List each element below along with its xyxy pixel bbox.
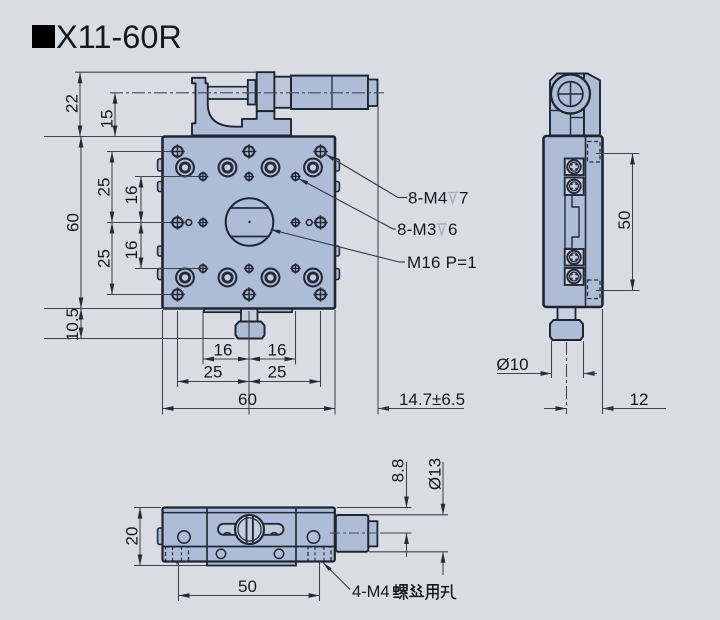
svg-text:16: 16: [122, 241, 141, 260]
svg-text:60: 60: [238, 390, 257, 409]
svg-text:X11-60R: X11-60R: [56, 19, 182, 55]
svg-text:7: 7: [459, 189, 468, 208]
svg-text:10.5: 10.5: [63, 308, 82, 341]
svg-text:20: 20: [123, 527, 142, 546]
svg-text:15: 15: [98, 110, 117, 129]
svg-text:12: 12: [630, 390, 649, 409]
svg-text:16: 16: [268, 341, 287, 360]
svg-text:25: 25: [204, 363, 223, 382]
svg-text:8.8: 8.8: [389, 459, 408, 483]
svg-text:Ø13: Ø13: [426, 458, 445, 490]
svg-text:16: 16: [122, 186, 141, 205]
svg-text:25: 25: [268, 363, 287, 382]
svg-text:8-M3: 8-M3: [397, 220, 437, 239]
svg-text:25: 25: [95, 178, 114, 197]
svg-text:22: 22: [63, 94, 82, 113]
svg-text:Ø10: Ø10: [496, 355, 528, 374]
svg-text:6: 6: [448, 220, 457, 239]
svg-text:50: 50: [238, 577, 257, 596]
svg-text:14.7±6.5: 14.7±6.5: [399, 390, 465, 409]
svg-text:25: 25: [95, 249, 114, 268]
svg-text:8-M4: 8-M4: [408, 189, 448, 208]
svg-text:16: 16: [214, 341, 233, 360]
svg-text:M16 P=1: M16 P=1: [407, 253, 477, 272]
svg-text:4-M4: 4-M4: [352, 583, 390, 601]
svg-text:60: 60: [64, 213, 83, 232]
svg-text:50: 50: [615, 211, 634, 230]
